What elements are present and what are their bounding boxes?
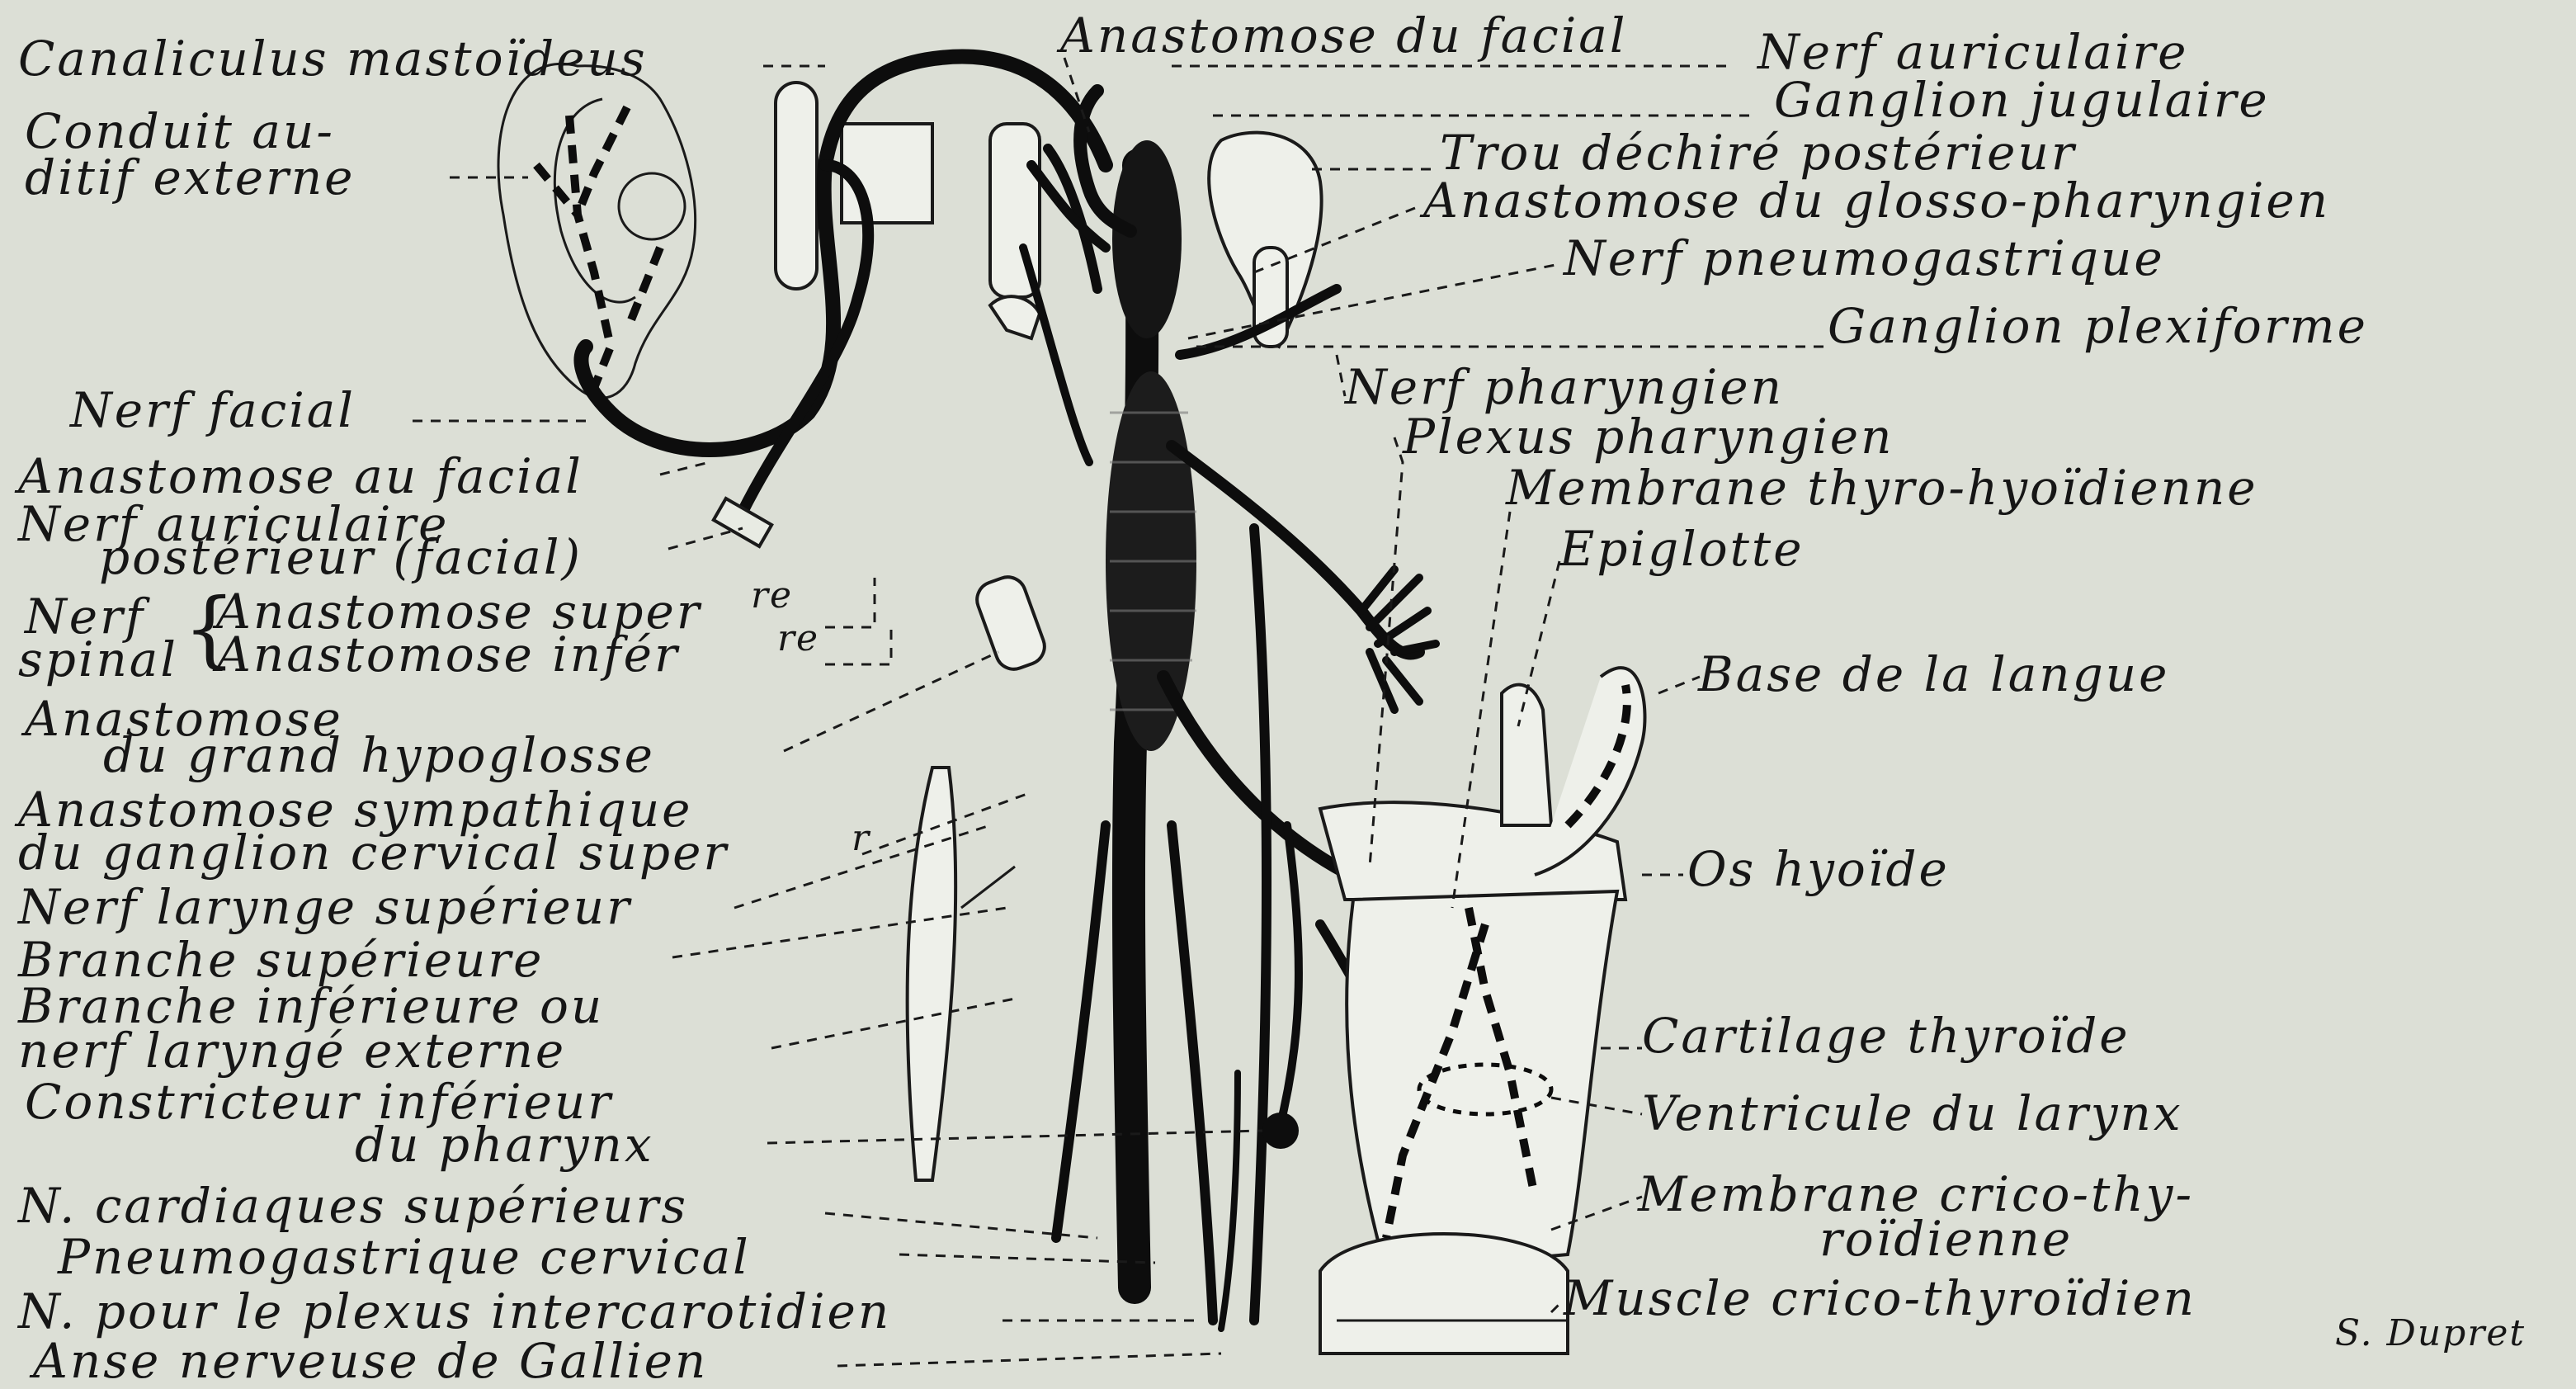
label-pneumogastrique-cervical: Pneumogastrique cervical <box>58 1233 751 1281</box>
label-muscle-crico-thyroidien: Muscle crico-thyroïdien <box>1564 1274 2196 1322</box>
label-plexus-intercarotidien: N. pour le plexus intercarotidien <box>18 1287 891 1335</box>
label-plexus-pharyngien: Plexus pharyngien <box>1403 413 1894 461</box>
label-superscript-r: r <box>852 820 870 857</box>
label-os-hyoide: Os hyoïde <box>1687 845 1950 893</box>
label-nerf-auriculaire-2: postérieur (facial) <box>99 533 583 581</box>
label-nerf-facial: Nerf facial <box>70 386 356 434</box>
label-membrane-crico-2: roïdienne <box>1819 1215 2073 1263</box>
label-constricteur-2: du pharynx <box>355 1121 654 1169</box>
label-trou-dechire: Trou déchiré postérieur <box>1440 129 2077 177</box>
label-anastomose-glosso: Anastomose du glosso-pharyngien <box>1423 177 2330 224</box>
label-cartilage-thyroide: Cartilage thyroïde <box>1642 1012 2130 1060</box>
label-anastomose-inferieure: Anastomose infér <box>216 631 680 678</box>
label-conduit-auditif-2: ditif externe <box>25 154 356 201</box>
label-branche-inferieure-2: nerf laryngé externe <box>18 1027 566 1075</box>
pharyngeal-plexus <box>1172 289 1436 710</box>
label-ventricule-larynx: Ventricule du larynx <box>1642 1089 2183 1137</box>
label-anastomose-au-facial: Anastomose au facial <box>18 452 583 500</box>
label-anastomose-sympathique-2: du ganglion cervical super <box>18 829 729 876</box>
label-anse-gallien: Anse nerveuse de Gallien <box>33 1337 708 1385</box>
label-anastomose-hypoglosse-2: du grand hypoglosse <box>103 731 655 779</box>
label-branche-superieure: Branche supérieure <box>18 936 544 984</box>
ear-drawing <box>498 64 696 398</box>
label-cardiaques-superieurs: N. cardiaques supérieurs <box>18 1182 688 1230</box>
label-base-de-la-langue: Base de la langue <box>1698 650 2169 698</box>
label-superscript-re-2: re <box>777 621 819 657</box>
label-superscript-re-1: re <box>751 578 793 614</box>
label-nerf-auriculaire-right: Nerf auriculaire <box>1757 28 2188 76</box>
label-nerf-pharyngien: Nerf pharyngien <box>1345 363 1784 411</box>
larynx-drawing <box>1320 668 1644 1354</box>
label-nerf-pneumogastrique: Nerf pneumogastrique <box>1564 234 2165 282</box>
label-membrane-thyro-hyoidienne: Membrane thyro-hyoïdienne <box>1506 464 2258 512</box>
label-nerf-larynge-superieur: Nerf larynge supérieur <box>18 883 632 931</box>
label-conduit-auditif-1: Conduit au- <box>25 107 335 155</box>
label-anastomose-du-facial: Anastomose du facial <box>1060 12 1627 59</box>
signature: S. Dupret <box>2335 1316 2526 1352</box>
label-nerf-spinal-2: spinal <box>18 635 178 683</box>
label-ganglion-jugulaire: Ganglion jugulaire <box>1774 76 2270 124</box>
label-canaliculus-mastoideus: Canaliculus mastoïdeus <box>18 35 648 83</box>
label-ganglion-plexiforme: Ganglion plexiforme <box>1828 302 2368 350</box>
label-epiglotte: Epiglotte <box>1559 525 1805 573</box>
